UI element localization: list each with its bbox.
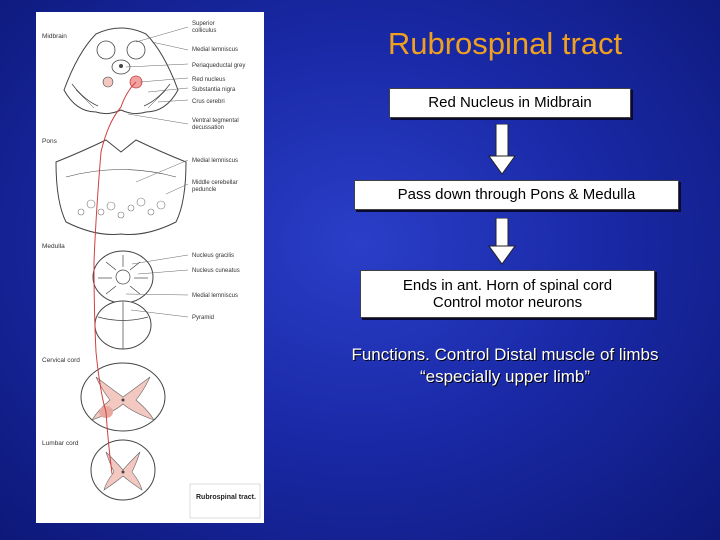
label-medial-lemniscus-pons: Medial lemniscus	[192, 158, 238, 164]
label-medial-lemniscus-medulla: Medial lemniscus	[192, 293, 238, 299]
figure-caption: Rubrospinal tract.	[196, 494, 256, 501]
flow-box-spinal-cord: Ends in ant. Horn of spinal cord Control…	[360, 270, 655, 318]
label-ventral-tegmental-2: decussation	[192, 125, 224, 131]
label-middle-cerebellar-2: peduncle	[192, 187, 217, 193]
down-arrow-1	[488, 124, 516, 175]
label-superior-colliculus-2: colliculus	[192, 28, 216, 34]
functions-text: Functions. Control Distal muscle of limb…	[300, 344, 710, 388]
slide-title: Rubrospinal tract	[387, 26, 623, 61]
region-label-medulla: Medulla	[42, 243, 65, 250]
caption-box	[189, 483, 261, 519]
functions-line2: “especially upper limb”	[419, 367, 591, 386]
label-nucleus-gracilis: Nucleus gracilis	[192, 253, 234, 259]
region-label-midbrain: Midbrain	[42, 33, 67, 40]
label-medial-lemniscus: Medial lemniscus	[192, 47, 238, 53]
label-substantia-nigra: Substantia nigra	[192, 87, 236, 93]
region-label-cervical: Cervical cord	[42, 357, 80, 364]
lumbar-cord-section	[90, 439, 156, 501]
flow-box-spinal-cord-line1: Ends in ant. Horn of spinal cord	[402, 277, 613, 294]
down-arrow-2	[488, 218, 516, 265]
brainstem-diagram: Midbrain Pons Medulla Cervical cord Lumb…	[42, 21, 261, 519]
medulla-section	[92, 250, 154, 350]
region-label-pons: Pons	[42, 138, 58, 145]
label-ventral-tegmental-1: Ventral tegmental	[192, 118, 239, 124]
label-nucleus-cuneatus: Nucleus cuneatus	[192, 268, 240, 274]
pons-section	[55, 139, 187, 235]
label-superior-colliculus-1: Superior	[192, 21, 215, 27]
label-crus-cerebri: Crus cerebri	[192, 99, 225, 105]
flow-box-pons-medulla: Pass down through Pons & Medulla	[354, 180, 679, 210]
cervical-cord-section	[80, 362, 166, 432]
flow-box-red-nucleus: Red Nucleus in Midbrain	[389, 88, 631, 118]
rubrospinal-tract-line	[93, 81, 137, 475]
label-pyramid: Pyramid	[192, 315, 214, 321]
functions-line1: Functions. Control Distal muscle of limb…	[351, 345, 659, 364]
label-periaqueductal-grey: Periaqueductal grey	[192, 63, 245, 69]
midbrain-section	[63, 27, 179, 115]
region-label-lumbar: Lumbar cord	[42, 440, 79, 447]
flow-box-spinal-cord-line2: Control motor neurons	[432, 294, 583, 311]
label-middle-cerebellar-1: Middle cerebellar	[192, 180, 238, 186]
label-red-nucleus: Red nucleus	[192, 77, 225, 83]
rubrospinal-figure: Midbrain Pons Medulla Cervical cord Lumb…	[36, 12, 264, 523]
